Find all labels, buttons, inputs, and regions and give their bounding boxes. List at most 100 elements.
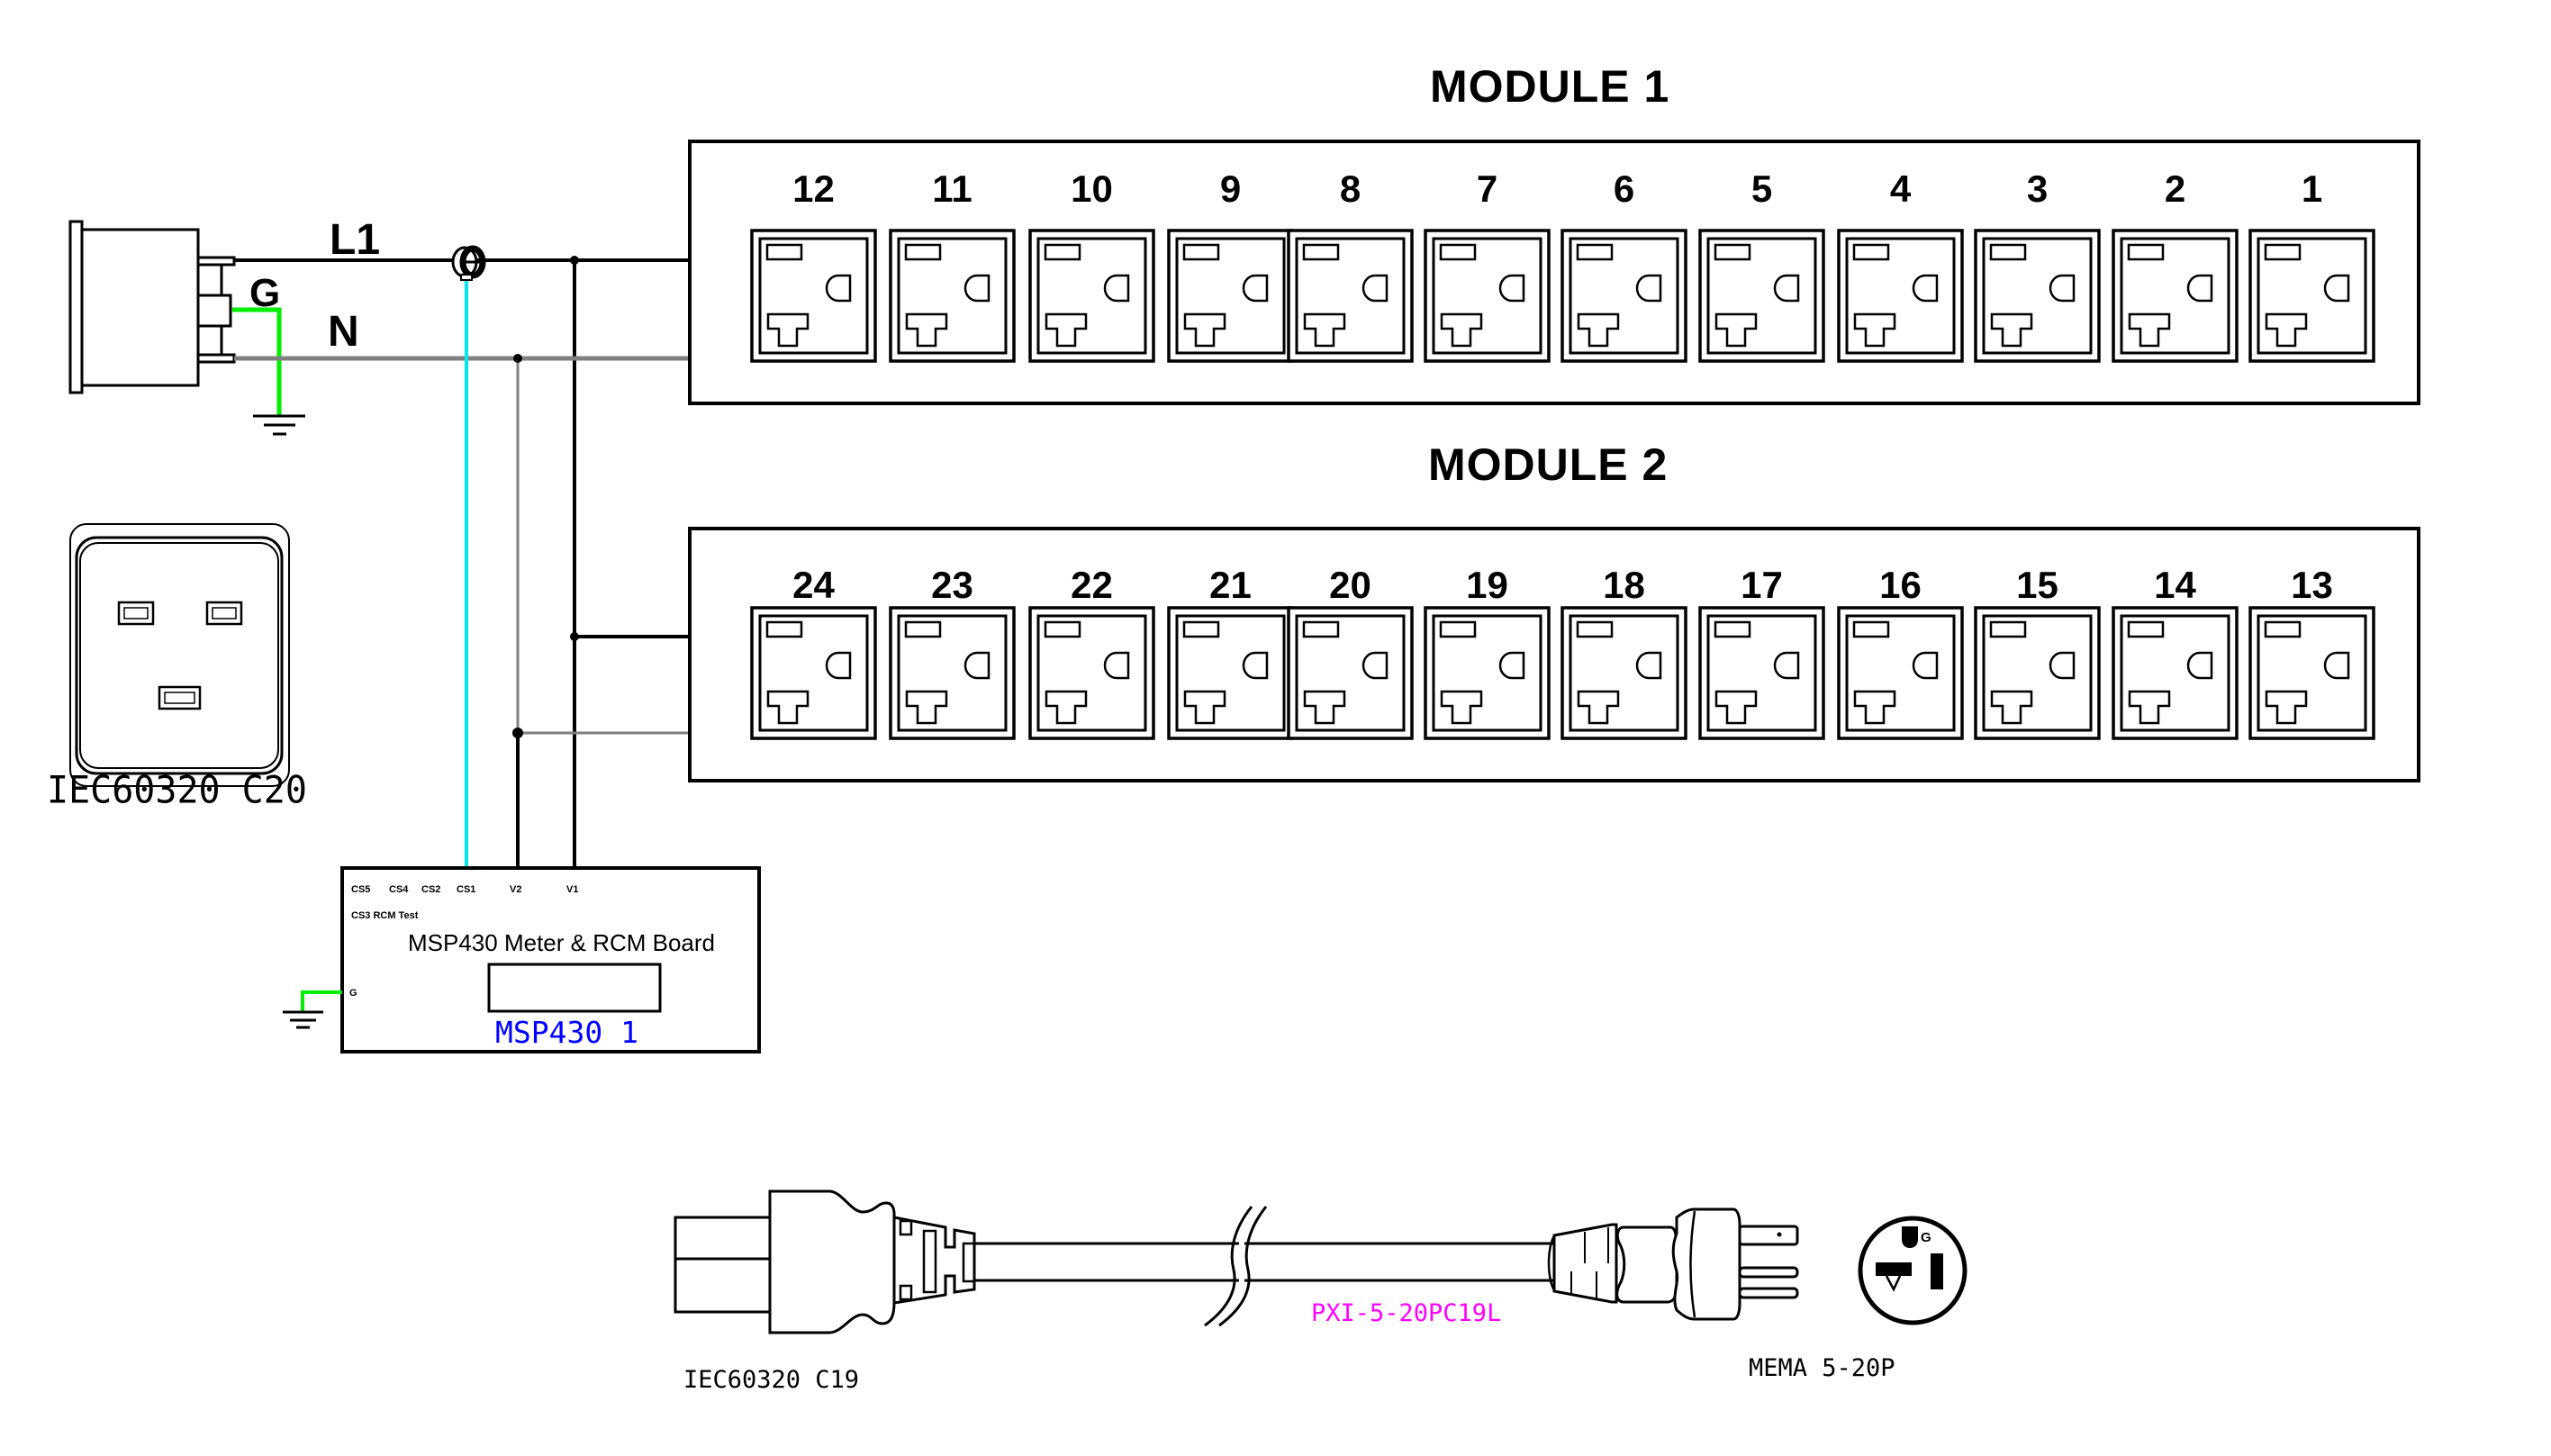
outlet: 16: [1837, 564, 1964, 740]
c20-pin-slot-icon: [117, 601, 155, 626]
outlet-frame: [1560, 606, 1687, 740]
outlet-t-slot-icon: [766, 690, 810, 725]
outlet-t-slot-icon: [1440, 690, 1483, 725]
outlet-ground-hole-icon: [1242, 651, 1269, 680]
outlet-t-slot-icon: [1714, 312, 1758, 348]
outlet-t-slot-icon: [1990, 312, 2033, 348]
outlet-number: 17: [1741, 564, 1783, 606]
outlet-slot-icon: [1439, 243, 1477, 261]
outlet-face: [1036, 237, 1147, 355]
nema-plug-icon: [1547, 1207, 1799, 1321]
outlet-face: [1982, 614, 2093, 732]
outlet-t-slot-icon: [1303, 312, 1346, 348]
outlet-frame: [1560, 229, 1687, 363]
outlet-slot-icon: [1302, 620, 1340, 638]
outlet-t-slot-icon: [2128, 312, 2171, 348]
ground-symbol-icon: [283, 1010, 323, 1029]
outlet-slot-icon: [1576, 620, 1614, 638]
outlet: 18: [1560, 564, 1687, 740]
c20-pin-slot-icon: [205, 601, 243, 626]
outlet-frame: [1974, 229, 2101, 363]
outlet-frame: [2112, 229, 2239, 363]
module-1-enclosure: [688, 140, 2420, 405]
outlet-number: 9: [1220, 167, 1241, 210]
outlet: 4: [1837, 167, 1964, 363]
nema-plug-face-icon: G: [1858, 1216, 1968, 1325]
outlet-ground-hole-icon: [2186, 651, 2213, 680]
outlet-number: 22: [1071, 564, 1113, 606]
outlet-face: [897, 614, 1008, 732]
outlet-t-slot-icon: [1045, 312, 1088, 348]
outlet-frame: [2248, 229, 2375, 363]
neutral-wire-label: N: [328, 308, 359, 356]
outlet-face: [1569, 237, 1679, 355]
c20-inlet-front-icon: [69, 523, 290, 787]
outlet: 15: [1974, 564, 2101, 740]
board-title: MSP430 Meter & RCM Board: [408, 929, 715, 956]
outlet-face: [1175, 614, 1286, 732]
outlet: 24: [750, 564, 877, 740]
outlet: 20: [1287, 564, 1414, 740]
outlet: 17: [1698, 564, 1825, 740]
line-wire-label: L1: [330, 216, 380, 264]
outlet-t-slot-icon: [905, 690, 948, 725]
outlet: 12: [750, 167, 877, 363]
outlet-ground-hole-icon: [1498, 651, 1525, 680]
outlet-ground-hole-icon: [1773, 274, 1800, 303]
outlet-face: [1982, 237, 2093, 355]
plug-face-ground-label: G: [1921, 1230, 1931, 1245]
outlet-face: [897, 237, 1008, 355]
outlet-number: 3: [2027, 167, 2048, 210]
outlet-slot-icon: [765, 620, 803, 638]
outlet-t-slot-icon: [2265, 312, 2308, 348]
outlet-face: [1845, 614, 1956, 732]
outlet-face: [1432, 237, 1542, 355]
chip-outline: [487, 963, 662, 1013]
outlet-ground-hole-icon: [1361, 274, 1389, 303]
outlet-face: [1295, 614, 1406, 732]
pin-cs4-label: CS4: [389, 884, 409, 895]
outlet-number: 19: [1466, 564, 1508, 606]
outlet-slot-icon: [1182, 620, 1220, 638]
outlet-frame: [1028, 229, 1155, 363]
outlet-slot-icon: [765, 243, 803, 261]
outlet-ground-hole-icon: [1912, 651, 1939, 680]
outlet-face: [1295, 237, 1406, 355]
outlet-slot-icon: [1044, 620, 1081, 638]
outlet-slot-icon: [1714, 620, 1751, 638]
inlet-ground-wire: [232, 307, 282, 416]
outlet-ground-hole-icon: [2049, 274, 2076, 303]
outlet-t-slot-icon: [1577, 312, 1620, 348]
chip-label: MSP430 1: [495, 1015, 638, 1050]
outlet-slot-icon: [1852, 620, 1890, 638]
module-2-enclosure: [688, 527, 2420, 782]
outlet-t-slot-icon: [1990, 690, 2033, 725]
pin-cs5-label: CS5: [351, 884, 370, 895]
meter-board: CS5 CS4 CS2 CS1 V2 V1 CS3 RCM Test MSP43…: [340, 866, 761, 1054]
cable-part-number: PXI-5-20PC19L: [1311, 1299, 1501, 1327]
outlet-frame: [1424, 229, 1551, 363]
outlet-number: 1: [2302, 167, 2322, 210]
outlet-ground-hole-icon: [1103, 274, 1130, 303]
outlet-number: 18: [1603, 564, 1645, 606]
outlet-face: [1706, 237, 1817, 355]
outlet-face: [2120, 237, 2230, 355]
outlet-slot-icon: [2127, 620, 2165, 638]
outlet-t-slot-icon: [1183, 690, 1226, 725]
outlet-slot-icon: [1989, 620, 2027, 638]
outlet-face: [1175, 237, 1286, 355]
outlet-number: 20: [1329, 564, 1371, 606]
outlet-slot-icon: [2264, 620, 2302, 638]
outlet-t-slot-icon: [1577, 690, 1620, 725]
outlet-slot-icon: [1989, 243, 2027, 261]
current-transformer-icon: [451, 245, 486, 868]
outlet-ground-hole-icon: [2323, 274, 2350, 303]
outlet-frame: [1424, 606, 1551, 740]
outlet-frame: [1287, 229, 1414, 363]
outlet-frame: [1698, 229, 1825, 363]
outlet-number: 6: [1614, 167, 1634, 210]
c19-connector-icon: [674, 1189, 976, 1334]
outlet-number: 10: [1071, 167, 1113, 210]
outlet-t-slot-icon: [766, 312, 810, 348]
pin-ground-label: G: [349, 988, 357, 999]
